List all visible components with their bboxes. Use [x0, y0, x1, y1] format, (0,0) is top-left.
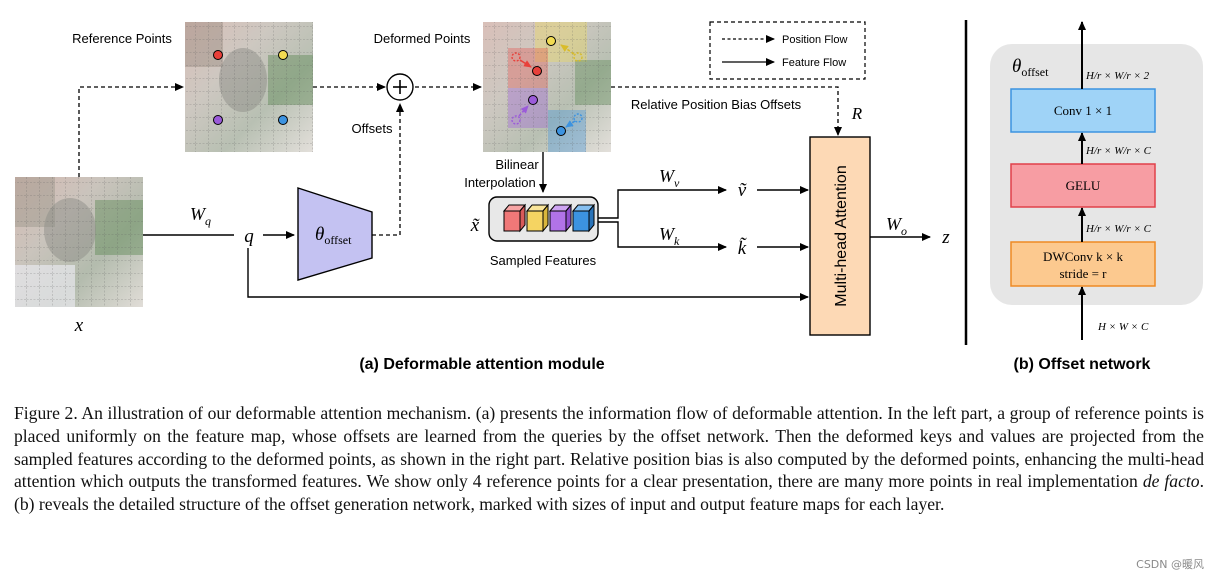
q-label: q: [244, 226, 254, 247]
deformed-points-map: [483, 22, 611, 152]
gelu-label: GELU: [1066, 178, 1101, 193]
reference-point-yellow: [278, 50, 288, 60]
caption-part2: . (b) reveals the detailed structure of …: [14, 471, 1205, 515]
sampled-features-block: [488, 196, 599, 242]
wq-label: Wq: [190, 204, 211, 228]
k-tilde-label: k̃: [738, 237, 747, 259]
gelu-block: [1010, 163, 1156, 208]
multihead-attention-label: Multi-head Attention: [833, 165, 850, 306]
offset-network-block: θoffset: [297, 187, 373, 281]
subcaption-a: (a) Deformable attention module: [359, 356, 604, 373]
dwconv-label-line1: DWConv k × k: [1043, 249, 1123, 264]
original-point-purple: [511, 115, 521, 125]
r-label: R: [851, 104, 863, 123]
conv1x1-label: Conv 1 × 1: [1054, 103, 1112, 118]
dim-after-dwconv: H/r × W/r × C: [1085, 223, 1152, 235]
deformed-point-purple: [528, 95, 538, 105]
reference-points-label: Reference Points: [72, 31, 172, 46]
wo-label: Wo: [886, 214, 907, 238]
conv1x1-block: [1010, 88, 1156, 133]
deformed-point-yellow: [546, 36, 556, 46]
legend: Position Flow Feature Flow: [709, 21, 866, 80]
legend-feature-flow-label: Feature Flow: [782, 57, 846, 69]
dim-output: H/r × W/r × 2: [1085, 70, 1150, 82]
subcaption-b: (b) Offset network: [1014, 356, 1151, 373]
position-flow-arrows: [78, 83, 842, 236]
input-feature-map: [15, 177, 143, 307]
reference-points-map: [185, 22, 313, 152]
caption-italic: de facto: [1142, 471, 1200, 492]
reference-point-red: [213, 50, 223, 60]
offset-network-title: θoffset: [1012, 56, 1049, 79]
caption-part1: Figure 2. An illustration of our deforma…: [14, 403, 1204, 492]
multihead-attention-block: Multi-head Attention: [809, 136, 871, 336]
figure-canvas: x Reference Points Deformed Points: [15, 20, 1203, 373]
x-label: x: [74, 315, 84, 336]
x-tilde-label: x̃: [470, 215, 480, 236]
sampled-features-label: Sampled Features: [490, 253, 597, 268]
original-point-blue: [573, 113, 583, 123]
dim-after-gelu: H/r × W/r × C: [1085, 145, 1152, 157]
legend-position-flow-label: Position Flow: [782, 34, 847, 46]
relative-position-bias-label: Relative Position Bias Offsets: [631, 97, 802, 112]
wk-label: Wk: [659, 224, 680, 248]
watermark: CSDN @暖风: [1136, 558, 1204, 571]
add-offsets-node: [386, 73, 414, 101]
z-label: z: [941, 227, 950, 248]
bilinear-label-line2: Interpolation: [464, 175, 536, 190]
deformable-attention-figure: x Reference Points Deformed Points: [15, 20, 1203, 373]
deformed-point-red: [532, 66, 542, 76]
offsets-label: Offsets: [352, 121, 393, 136]
original-point-red: [511, 52, 521, 62]
figure-caption: Figure 2. An illustration of our deforma…: [14, 402, 1204, 516]
reference-point-blue: [278, 115, 288, 125]
original-point-yellow: [573, 52, 583, 62]
deformed-point-blue: [556, 126, 566, 136]
deformed-points-label: Deformed Points: [374, 31, 471, 46]
dwconv-label-line2: stride = r: [1059, 266, 1107, 281]
wv-label: Wv: [659, 166, 680, 190]
dim-input: H × W × C: [1097, 321, 1149, 333]
bilinear-label-line1: Bilinear: [495, 157, 539, 172]
feature-flow-arrows: [143, 152, 931, 301]
v-tilde-label: ṽ: [738, 180, 747, 201]
offset-network-panel: θoffset H × W × C DWConv k × k stride = …: [990, 21, 1203, 340]
theta-offset-label: θoffset: [315, 224, 352, 247]
reference-point-purple: [213, 115, 223, 125]
